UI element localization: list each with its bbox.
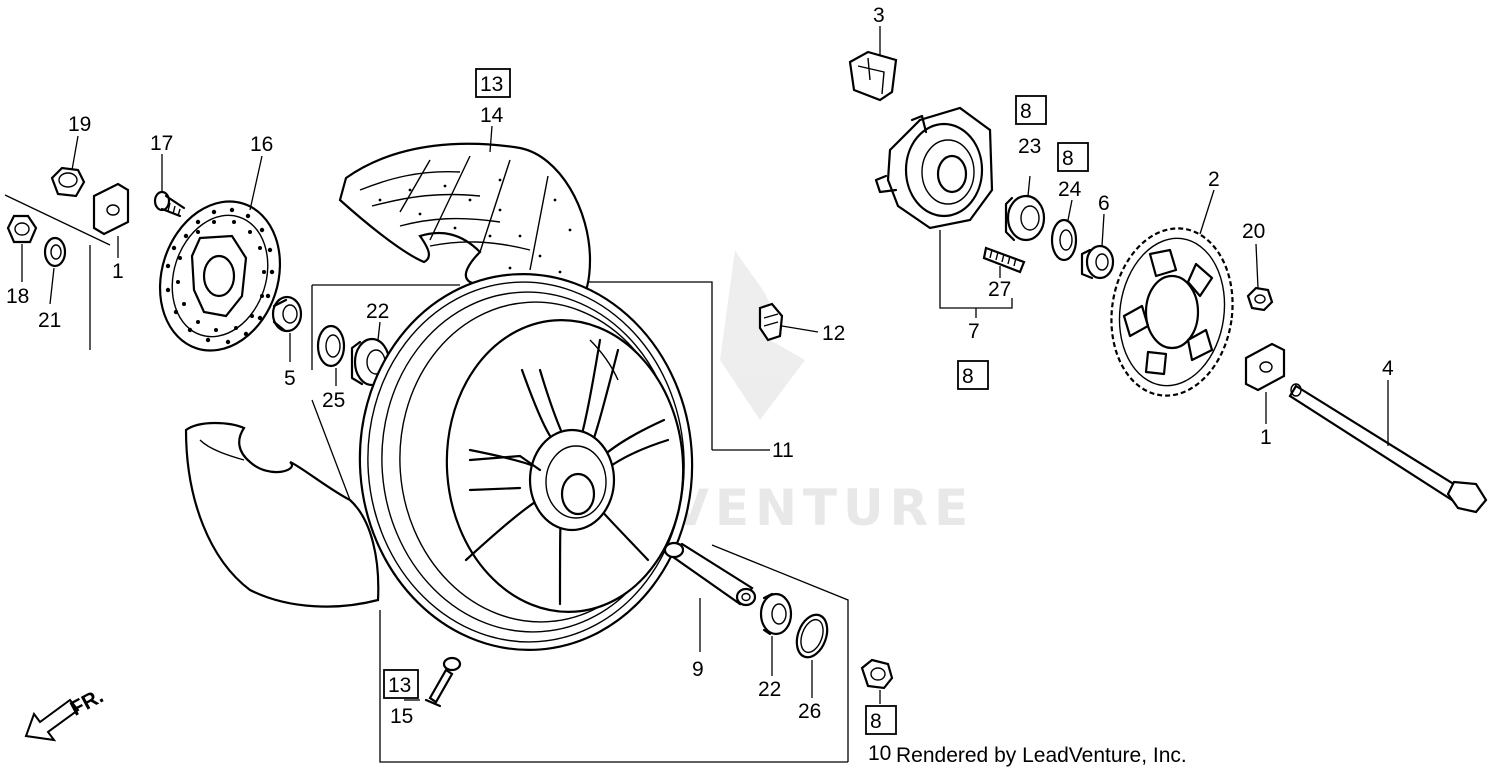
- part-11-wheel-rim: [358, 273, 694, 651]
- part-7-hub-flange: [874, 106, 994, 230]
- callout-25: 25: [322, 389, 345, 412]
- part-10-axle-nut: [860, 658, 894, 690]
- callout-2: 2: [1208, 168, 1220, 191]
- part-7-bracket: [939, 230, 1013, 318]
- part-26-circlip: [795, 613, 829, 659]
- callout-11: 11: [772, 439, 794, 462]
- callout-12: 12: [822, 322, 845, 345]
- callout-9: 9: [692, 658, 704, 681]
- part-19-nut: [50, 166, 86, 198]
- callout-19: 19: [68, 113, 91, 136]
- boxed-callout-frames: [383, 68, 1089, 735]
- callout-1-left: 1: [112, 260, 124, 283]
- part-14-tire: [338, 142, 592, 304]
- callout-22-upper: 22: [366, 300, 389, 323]
- front-direction-arrow: FR.: [24, 684, 108, 742]
- callout-8-hub: 8: [962, 365, 974, 388]
- callout-17: 17: [150, 132, 173, 155]
- callout-3: 3: [873, 4, 885, 27]
- part-12-balance-weight: [758, 302, 784, 342]
- part-6-collar: [1080, 244, 1115, 280]
- part-16-brake-disc: [158, 200, 282, 352]
- part-24-dust-seal: [1050, 218, 1078, 262]
- callout-1-right: 1: [1260, 426, 1272, 449]
- callout-5: 5: [284, 367, 296, 390]
- callout-26: 26: [798, 700, 821, 723]
- callout-labels: 3 13 14 19 17 16 1 18 21 22 5 25 12 11 9…: [6, 4, 1394, 765]
- part-25-oil-seal: [316, 324, 346, 368]
- leader-lines: [21, 26, 1389, 704]
- part-3-brake-pads: [848, 50, 898, 102]
- callout-13-valve: 13: [388, 674, 411, 697]
- part-21-washer: [43, 236, 67, 268]
- callout-18: 18: [6, 285, 29, 308]
- callout-20: 20: [1242, 220, 1265, 243]
- callout-8-bearing: 8: [1020, 100, 1032, 123]
- lower-bracket-lines: [379, 544, 849, 763]
- part-1-plate-left: [92, 182, 130, 236]
- callout-15: 15: [390, 705, 413, 728]
- callout-21: 21: [38, 309, 61, 332]
- part-2-sprocket: [1110, 227, 1234, 397]
- callout-6: 6: [1098, 192, 1110, 215]
- callout-16: 16: [250, 133, 273, 156]
- callout-8-axle-nut: 8: [870, 710, 882, 733]
- part-22-bearing-lower: [759, 592, 793, 636]
- callout-13-boxed: 13: [480, 73, 503, 96]
- part-20-nut: [1246, 286, 1274, 312]
- part-27-stud: [982, 246, 1026, 274]
- part-18-nut: [6, 214, 38, 244]
- callout-7: 7: [968, 320, 980, 343]
- part-4-axle: [1288, 383, 1488, 514]
- callout-23: 23: [1018, 135, 1041, 158]
- tire-lower-section: [184, 421, 380, 608]
- callout-22-lower: 22: [758, 678, 781, 701]
- callout-8-seal: 8: [1062, 147, 1074, 170]
- part-23-bearing: [1004, 194, 1046, 242]
- callout-27: 27: [988, 278, 1011, 301]
- part-5-collar: [271, 295, 303, 333]
- left-bracket: [4, 194, 111, 350]
- callout-24: 24: [1058, 178, 1082, 201]
- part-9-spacer: [663, 541, 757, 607]
- callout-4: 4: [1382, 357, 1394, 380]
- callout-14: 14: [480, 104, 504, 127]
- part-1-plate-right: [1244, 342, 1286, 392]
- wheel-bracket-lines: [311, 281, 760, 501]
- part-15-valve: [424, 656, 462, 708]
- callout-10: 10: [868, 742, 891, 765]
- direction-label: FR.: [67, 684, 108, 720]
- credit-text: Rendered by LeadVenture, Inc.: [896, 744, 1187, 767]
- part-17-bolt: [153, 190, 186, 218]
